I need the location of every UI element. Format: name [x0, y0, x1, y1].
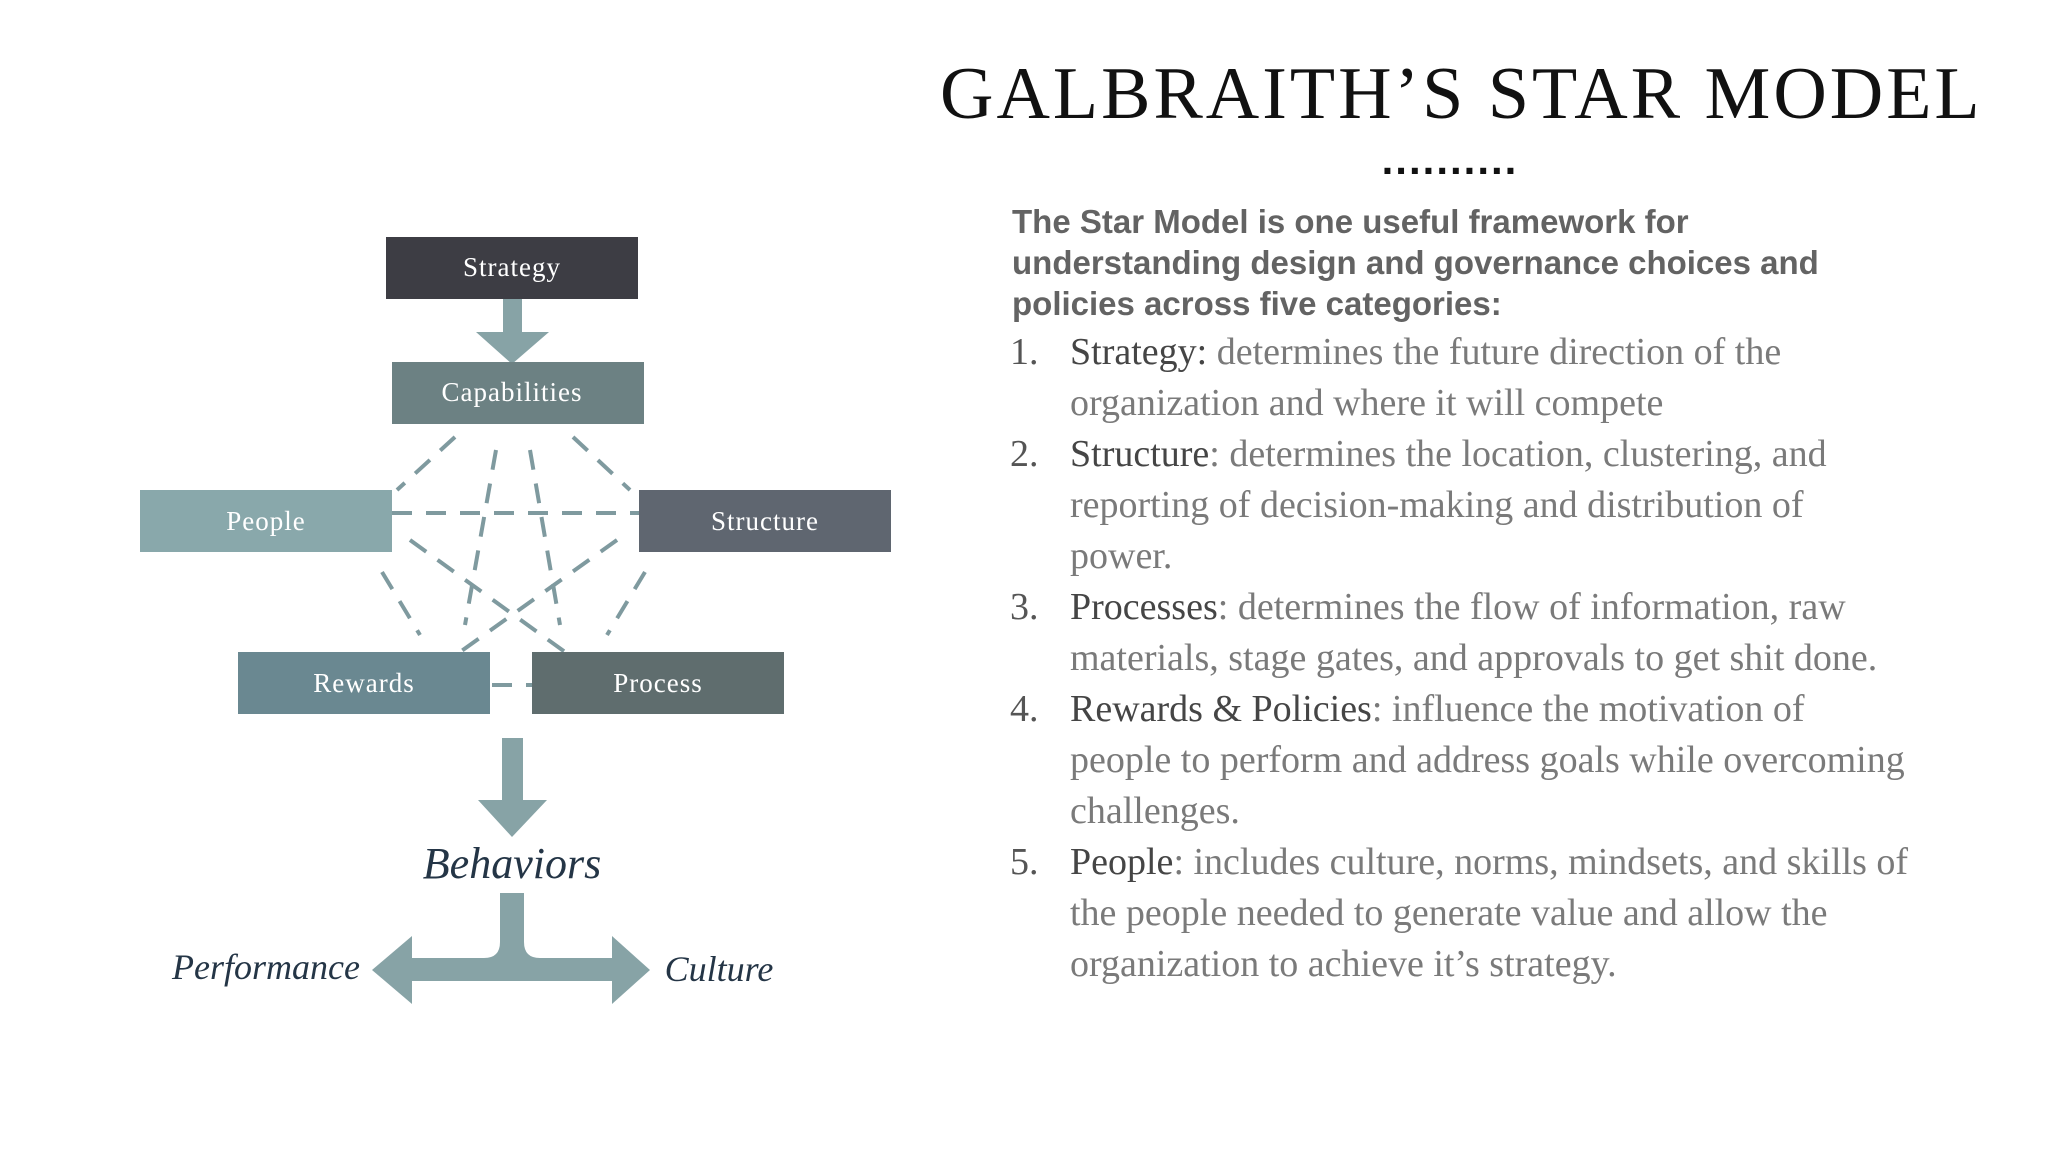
- node-process-label: Process: [613, 668, 703, 698]
- category-item: 4. Rewards & Policies: influence the moti…: [1010, 684, 1910, 837]
- node-rewards: Rewards: [238, 652, 490, 714]
- slide-title: GALBRAITH’S STAR MODEL: [940, 53, 1983, 135]
- performance-label: Performance: [171, 947, 360, 987]
- category-description: : includes culture, norms, mindsets, and…: [1070, 841, 1909, 985]
- split-arrow: [372, 893, 650, 1004]
- arrowhead-right: [612, 936, 650, 1004]
- category-item: 1. Strategy: determines the future direct…: [1010, 327, 1910, 429]
- to-behaviors-arrow: [478, 738, 547, 837]
- category-description: determines the future direction of the o…: [1070, 331, 1782, 424]
- split-arrow-stem: [412, 893, 612, 981]
- node-structure: Structure: [639, 490, 891, 552]
- strategy-to-capabilities-arrow: [476, 298, 549, 364]
- connector-people-rewards: [380, 570, 422, 637]
- node-capabilities-label: Capabilities: [442, 377, 583, 407]
- connector-capabilities-rewards: [463, 449, 498, 626]
- category-term: Processes: [1070, 586, 1218, 628]
- arrowhead-left: [372, 936, 412, 1004]
- category-number: 4.: [1010, 688, 1039, 730]
- category-description: : determines the location, clustering, a…: [1070, 433, 1827, 577]
- intro-paragraph: The Star Model is one useful framework f…: [1012, 203, 1819, 322]
- category-number: 2.: [1010, 433, 1039, 475]
- node-strategy: Strategy: [386, 237, 638, 299]
- connector-capabilities-structure: [571, 435, 632, 492]
- node-people-label: People: [226, 506, 306, 536]
- behaviors-label: Behaviors: [423, 839, 601, 888]
- category-item: 5. People: includes culture, norms, minds…: [1010, 837, 1910, 990]
- node-people: People: [140, 490, 392, 552]
- category-number: 1.: [1010, 331, 1039, 373]
- connector-capabilities-process: [528, 449, 562, 626]
- node-capabilities: Capabilities: [392, 362, 644, 424]
- category-item: 3. Processes: determines the flow of info…: [1010, 582, 1910, 684]
- category-list: 1. Strategy: determines the future direct…: [1010, 327, 1910, 990]
- node-strategy-label: Strategy: [463, 252, 561, 282]
- category-item: 2. Structure: determines the location, cl…: [1010, 429, 1910, 582]
- connector-people-process: [408, 538, 567, 654]
- star-model-diagram: Strategy Capabilities People Structure R…: [140, 237, 891, 1004]
- title-divider-dots: ..........: [1381, 136, 1519, 183]
- node-structure-label: Structure: [711, 506, 819, 536]
- category-term: Rewards & Policies: [1070, 688, 1372, 730]
- culture-label: Culture: [665, 949, 774, 989]
- dashed-connectors: [380, 435, 647, 687]
- category-number: 5.: [1010, 841, 1039, 883]
- node-process: Process: [532, 652, 784, 714]
- category-description: : influence the motivation of people to …: [1070, 688, 1905, 832]
- category-term: Structure: [1070, 433, 1210, 475]
- node-rewards-label: Rewards: [313, 668, 414, 698]
- connector-structure-rewards: [458, 538, 619, 654]
- connector-capabilities-people: [395, 435, 457, 492]
- category-description: : determines the flow of information, ra…: [1070, 586, 1878, 679]
- category-term: People: [1070, 841, 1174, 883]
- category-term: Strategy:: [1070, 331, 1208, 373]
- connector-structure-process: [605, 570, 647, 637]
- category-number: 3.: [1010, 586, 1039, 628]
